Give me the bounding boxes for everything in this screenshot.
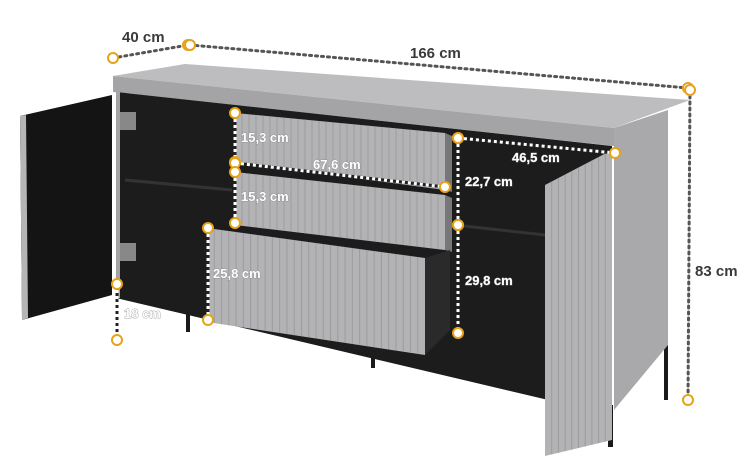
dimension-marker <box>609 147 621 159</box>
depth-label: 40 cm <box>122 29 165 46</box>
dimension-lines <box>107 39 696 406</box>
left-door <box>20 95 112 320</box>
dimension-marker <box>452 132 464 144</box>
dimension-marker <box>107 52 119 64</box>
dimension-marker <box>184 39 196 51</box>
hinge-icon <box>120 112 136 130</box>
dimension-line <box>457 136 616 155</box>
dimension-line <box>234 161 446 189</box>
dimension-marker <box>684 84 696 96</box>
dimension-marker <box>452 327 464 339</box>
dimension-marker <box>439 181 451 193</box>
drawer3-height-label: 25,8 cm <box>213 266 261 281</box>
dimension-line <box>111 43 190 60</box>
dimension-marker <box>111 278 123 290</box>
upper-compartment-label: 22,7 cm <box>465 174 513 189</box>
leg-height-label: 18 cm <box>124 306 161 321</box>
drawer1-height-label: 15,3 cm <box>241 130 289 145</box>
side-panel <box>614 110 668 410</box>
dimension-marker <box>682 394 694 406</box>
dimension-line <box>686 88 692 402</box>
dimension-marker <box>202 314 214 326</box>
dimension-line <box>188 43 690 90</box>
dimension-marker <box>229 166 241 178</box>
lower-compartment-label: 29,8 cm <box>465 273 513 288</box>
dimension-marker <box>452 219 464 231</box>
top-front-edge <box>113 76 614 146</box>
height-label: 83 cm <box>695 263 738 280</box>
hinge-icon <box>120 243 136 261</box>
dimension-marker <box>229 217 241 229</box>
drawer-width-label: 67,6 cm <box>313 157 361 172</box>
dimension-marker <box>111 334 123 346</box>
top-surface <box>113 64 690 128</box>
compartment-depth-label: 46,5 cm <box>512 150 560 165</box>
dimension-marker <box>202 222 214 234</box>
drawer2-height-label: 15,3 cm <box>241 189 289 204</box>
dimension-marker <box>229 107 241 119</box>
width-label: 166 cm <box>410 45 461 62</box>
